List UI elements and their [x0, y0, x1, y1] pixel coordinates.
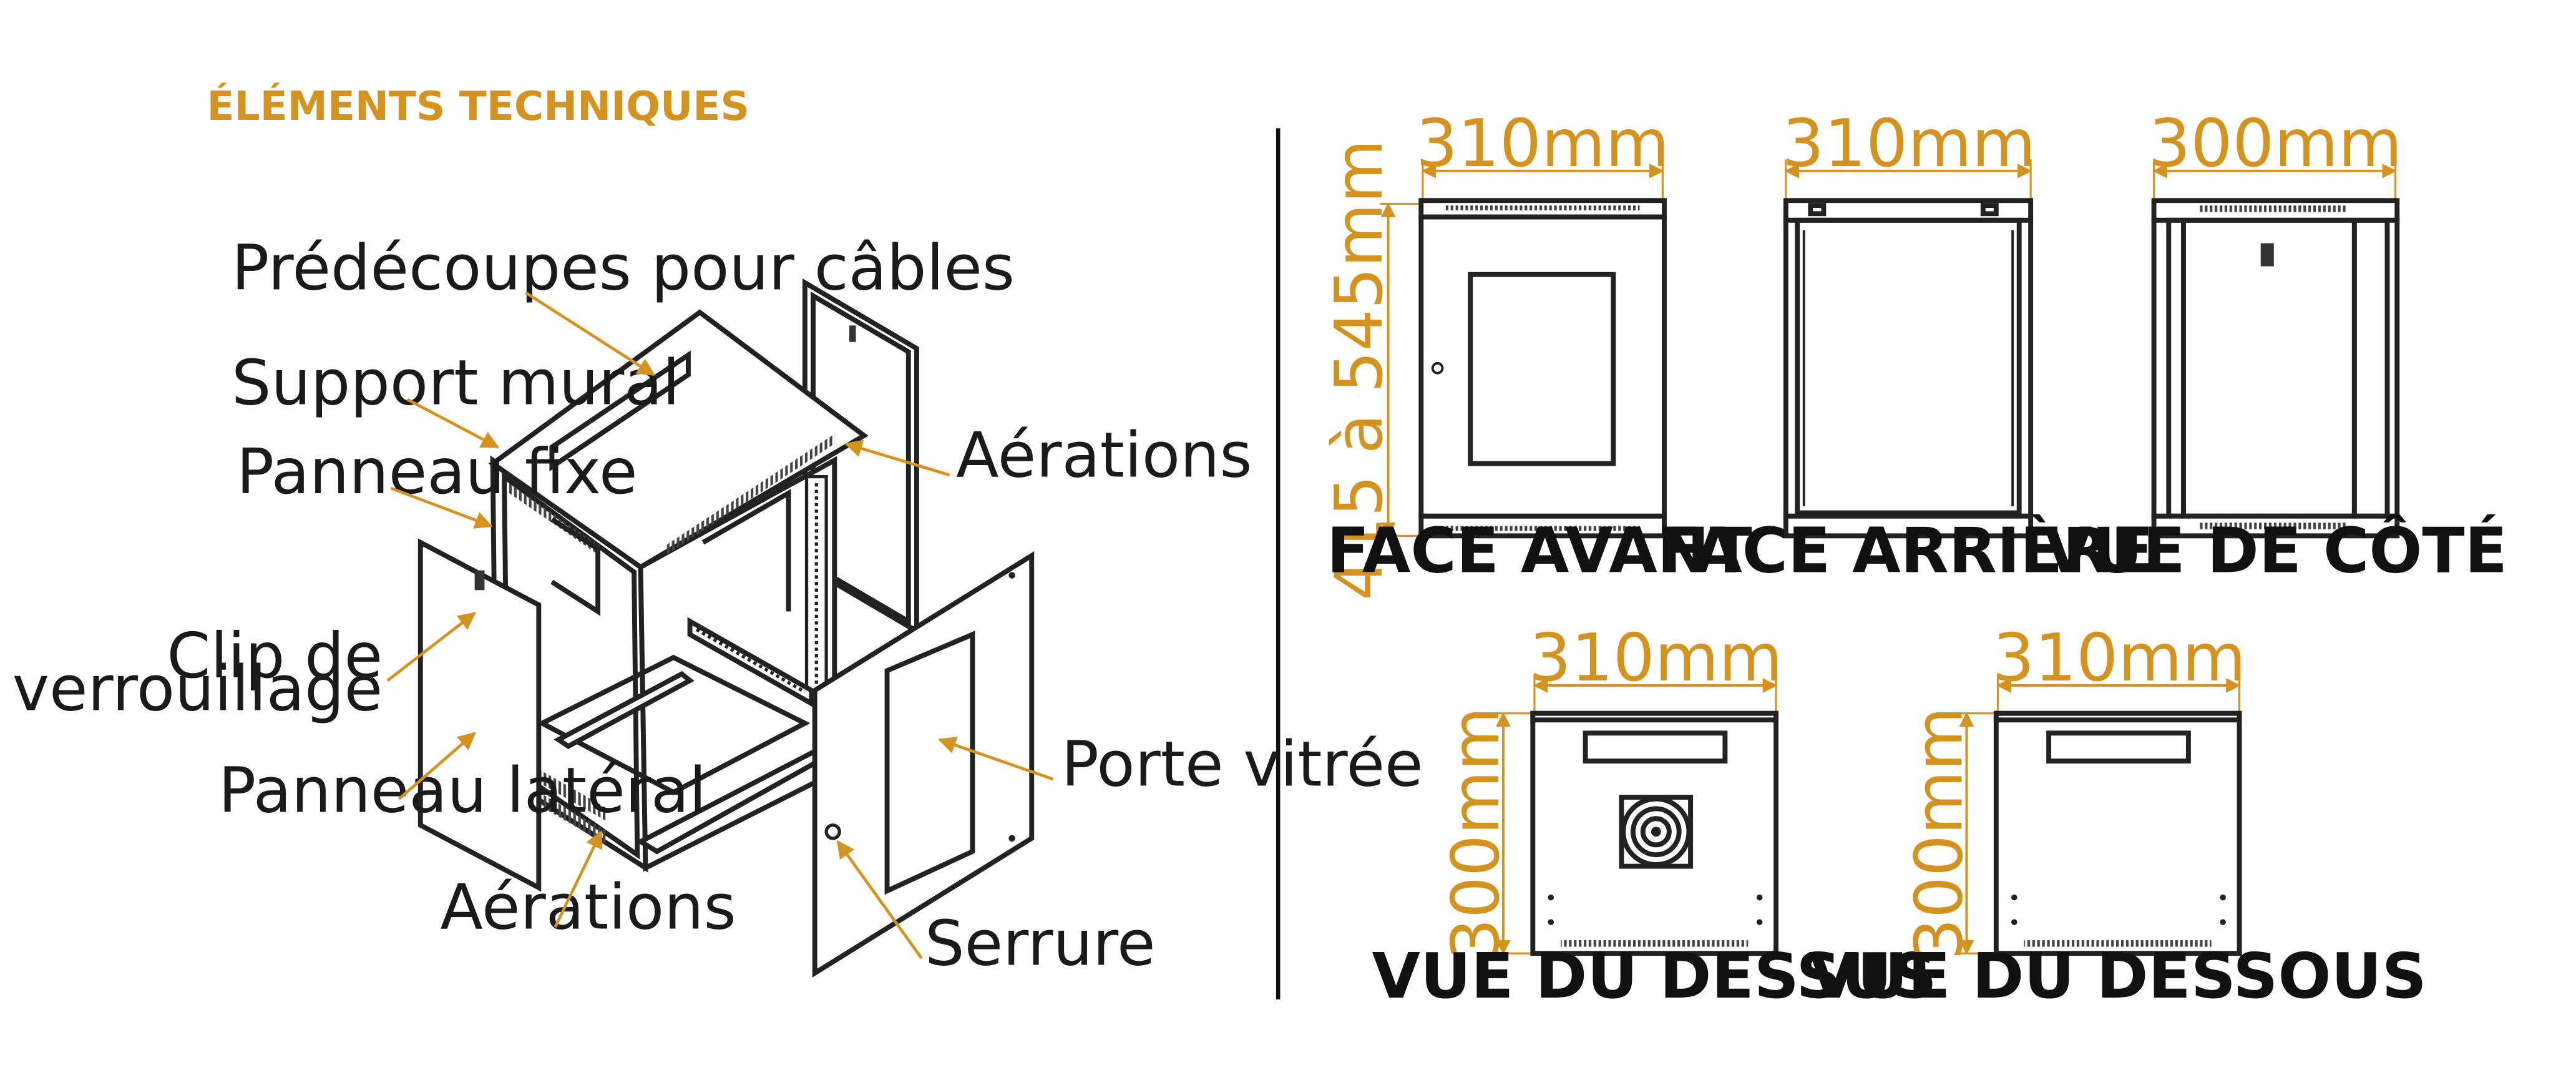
view-face-arriere: 310mm FACE ARRIÈRE	[1658, 105, 2153, 587]
view-vue-du-dessus: 310mm 300mm VUE DU DESSUS	[1372, 619, 1937, 1013]
fan-icon	[1619, 795, 1694, 869]
callout-arrows	[386, 291, 1054, 960]
caption-vue-de-cote: VUE DE CÔTÉ	[2044, 514, 2507, 587]
view-vue-de-cote: 300mm VUE DE CÔTÉ	[2044, 105, 2507, 587]
page-title: ÉLÉMENTS TECHNIQUES	[207, 82, 749, 130]
glass-door	[812, 551, 1035, 978]
caption-vue-du-dessus: VUE DU DESSUS	[1372, 940, 1937, 1013]
vue-dessous-width: 310mm	[1993, 619, 2246, 696]
label-panneau-fixe: Panneau fixe	[237, 435, 638, 508]
caption-face-avant: FACE AVANT	[1327, 514, 1752, 587]
caption-face-arriere: FACE ARRIÈRE	[1658, 514, 2153, 587]
label-aerations-top: Aérations	[956, 419, 1252, 492]
face-avant-height: 415 à 545mm	[1320, 139, 1397, 601]
face-arriere-width: 310mm	[1782, 105, 2036, 182]
view-vue-du-dessous: 310mm 300mm VUE DU DESSOUS	[1809, 619, 2427, 1013]
view-face-avant: 310mm 415 à 545mm FACE AVANT	[1320, 105, 1752, 601]
vue-cote-width: 300mm	[2149, 105, 2402, 182]
cable-knockout-top	[549, 350, 691, 472]
caption-vue-du-dessous: VUE DU DESSOUS	[1809, 940, 2427, 1013]
vue-dessous-height: 300mm	[1901, 707, 1978, 960]
label-aerations-bottom: Aérations	[440, 871, 736, 944]
label-porte-vitree: Porte vitrée	[1061, 728, 1423, 801]
side-panel	[417, 538, 542, 892]
label-panneau-lateral: Panneau latéral	[218, 754, 706, 827]
face-avant-width: 310mm	[1416, 105, 1669, 182]
vue-dessus-height: 300mm	[1437, 707, 1514, 960]
label-support-mural: Support mural	[232, 346, 680, 420]
label-predecoupes: Prédécoupes pour câbles	[232, 231, 1015, 304]
door-window	[884, 631, 975, 895]
callout-labels: Prédécoupes pour câbles Support mural Pa…	[12, 231, 1423, 979]
label-clip-line2: verrouillage	[12, 652, 383, 725]
vue-dessus-width: 310mm	[1530, 619, 1783, 696]
cabinet-top	[488, 309, 869, 571]
lock-icon	[824, 823, 841, 840]
label-serrure: Serrure	[925, 907, 1155, 980]
exploded-cabinet-illustration	[417, 278, 1035, 978]
label-clip-line1: Clip de	[167, 619, 383, 692]
